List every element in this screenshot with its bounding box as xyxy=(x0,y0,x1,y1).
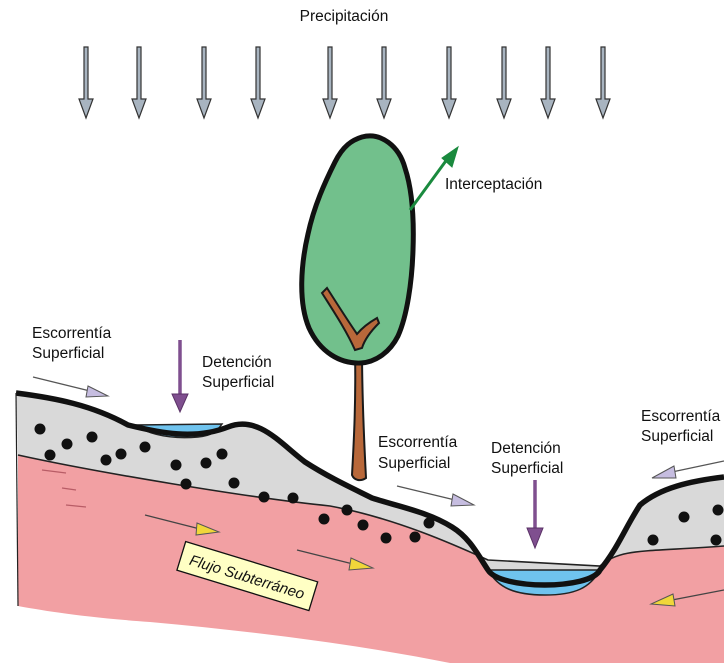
bedrock-layer xyxy=(18,455,724,663)
rain-arrow-icon xyxy=(197,47,211,118)
detention-mid-label-line1: Detención xyxy=(491,440,561,457)
rain-arrow-icon xyxy=(541,47,555,118)
detention-left-label-line1: Detención xyxy=(202,354,272,371)
detention-mid-label-line2: Superficial xyxy=(491,460,563,477)
runoff-mid-label-line2: Superficial xyxy=(378,455,450,472)
rain-arrow-icon xyxy=(323,47,337,118)
rain-arrow-icon xyxy=(377,47,391,118)
rain-arrow-icon xyxy=(497,47,511,118)
runoff-arrow-right-icon xyxy=(652,461,724,478)
rain-arrow-icon xyxy=(596,47,610,118)
precipitation-label: Precipitación xyxy=(300,8,389,25)
detention-arrow-left-icon xyxy=(172,340,188,412)
runoff-mid-label-line1: Escorrentía xyxy=(378,434,458,451)
rain-arrow-icon xyxy=(251,47,265,118)
rain-arrow-icon xyxy=(442,47,456,118)
detention-arrow-center-icon xyxy=(527,480,543,548)
detention-left-label-line2: Superficial xyxy=(202,374,274,391)
tree-canopy xyxy=(302,136,414,363)
rain-arrow-icon xyxy=(79,47,93,118)
runoff-left-label-line1: Escorrentía xyxy=(32,325,112,342)
runoff-left-label-line2: Superficial xyxy=(32,345,104,362)
runoff-right-label-line1: Escorrentía xyxy=(641,408,721,425)
runoff-arrow-mid-icon xyxy=(397,486,474,506)
interception-label: Interceptación xyxy=(445,176,542,193)
runoff-arrow-left-icon xyxy=(33,377,108,397)
runoff-right-label-line2: Superficial xyxy=(641,428,713,445)
rain-arrow-icon xyxy=(132,47,146,118)
rain-arrows xyxy=(79,47,610,118)
